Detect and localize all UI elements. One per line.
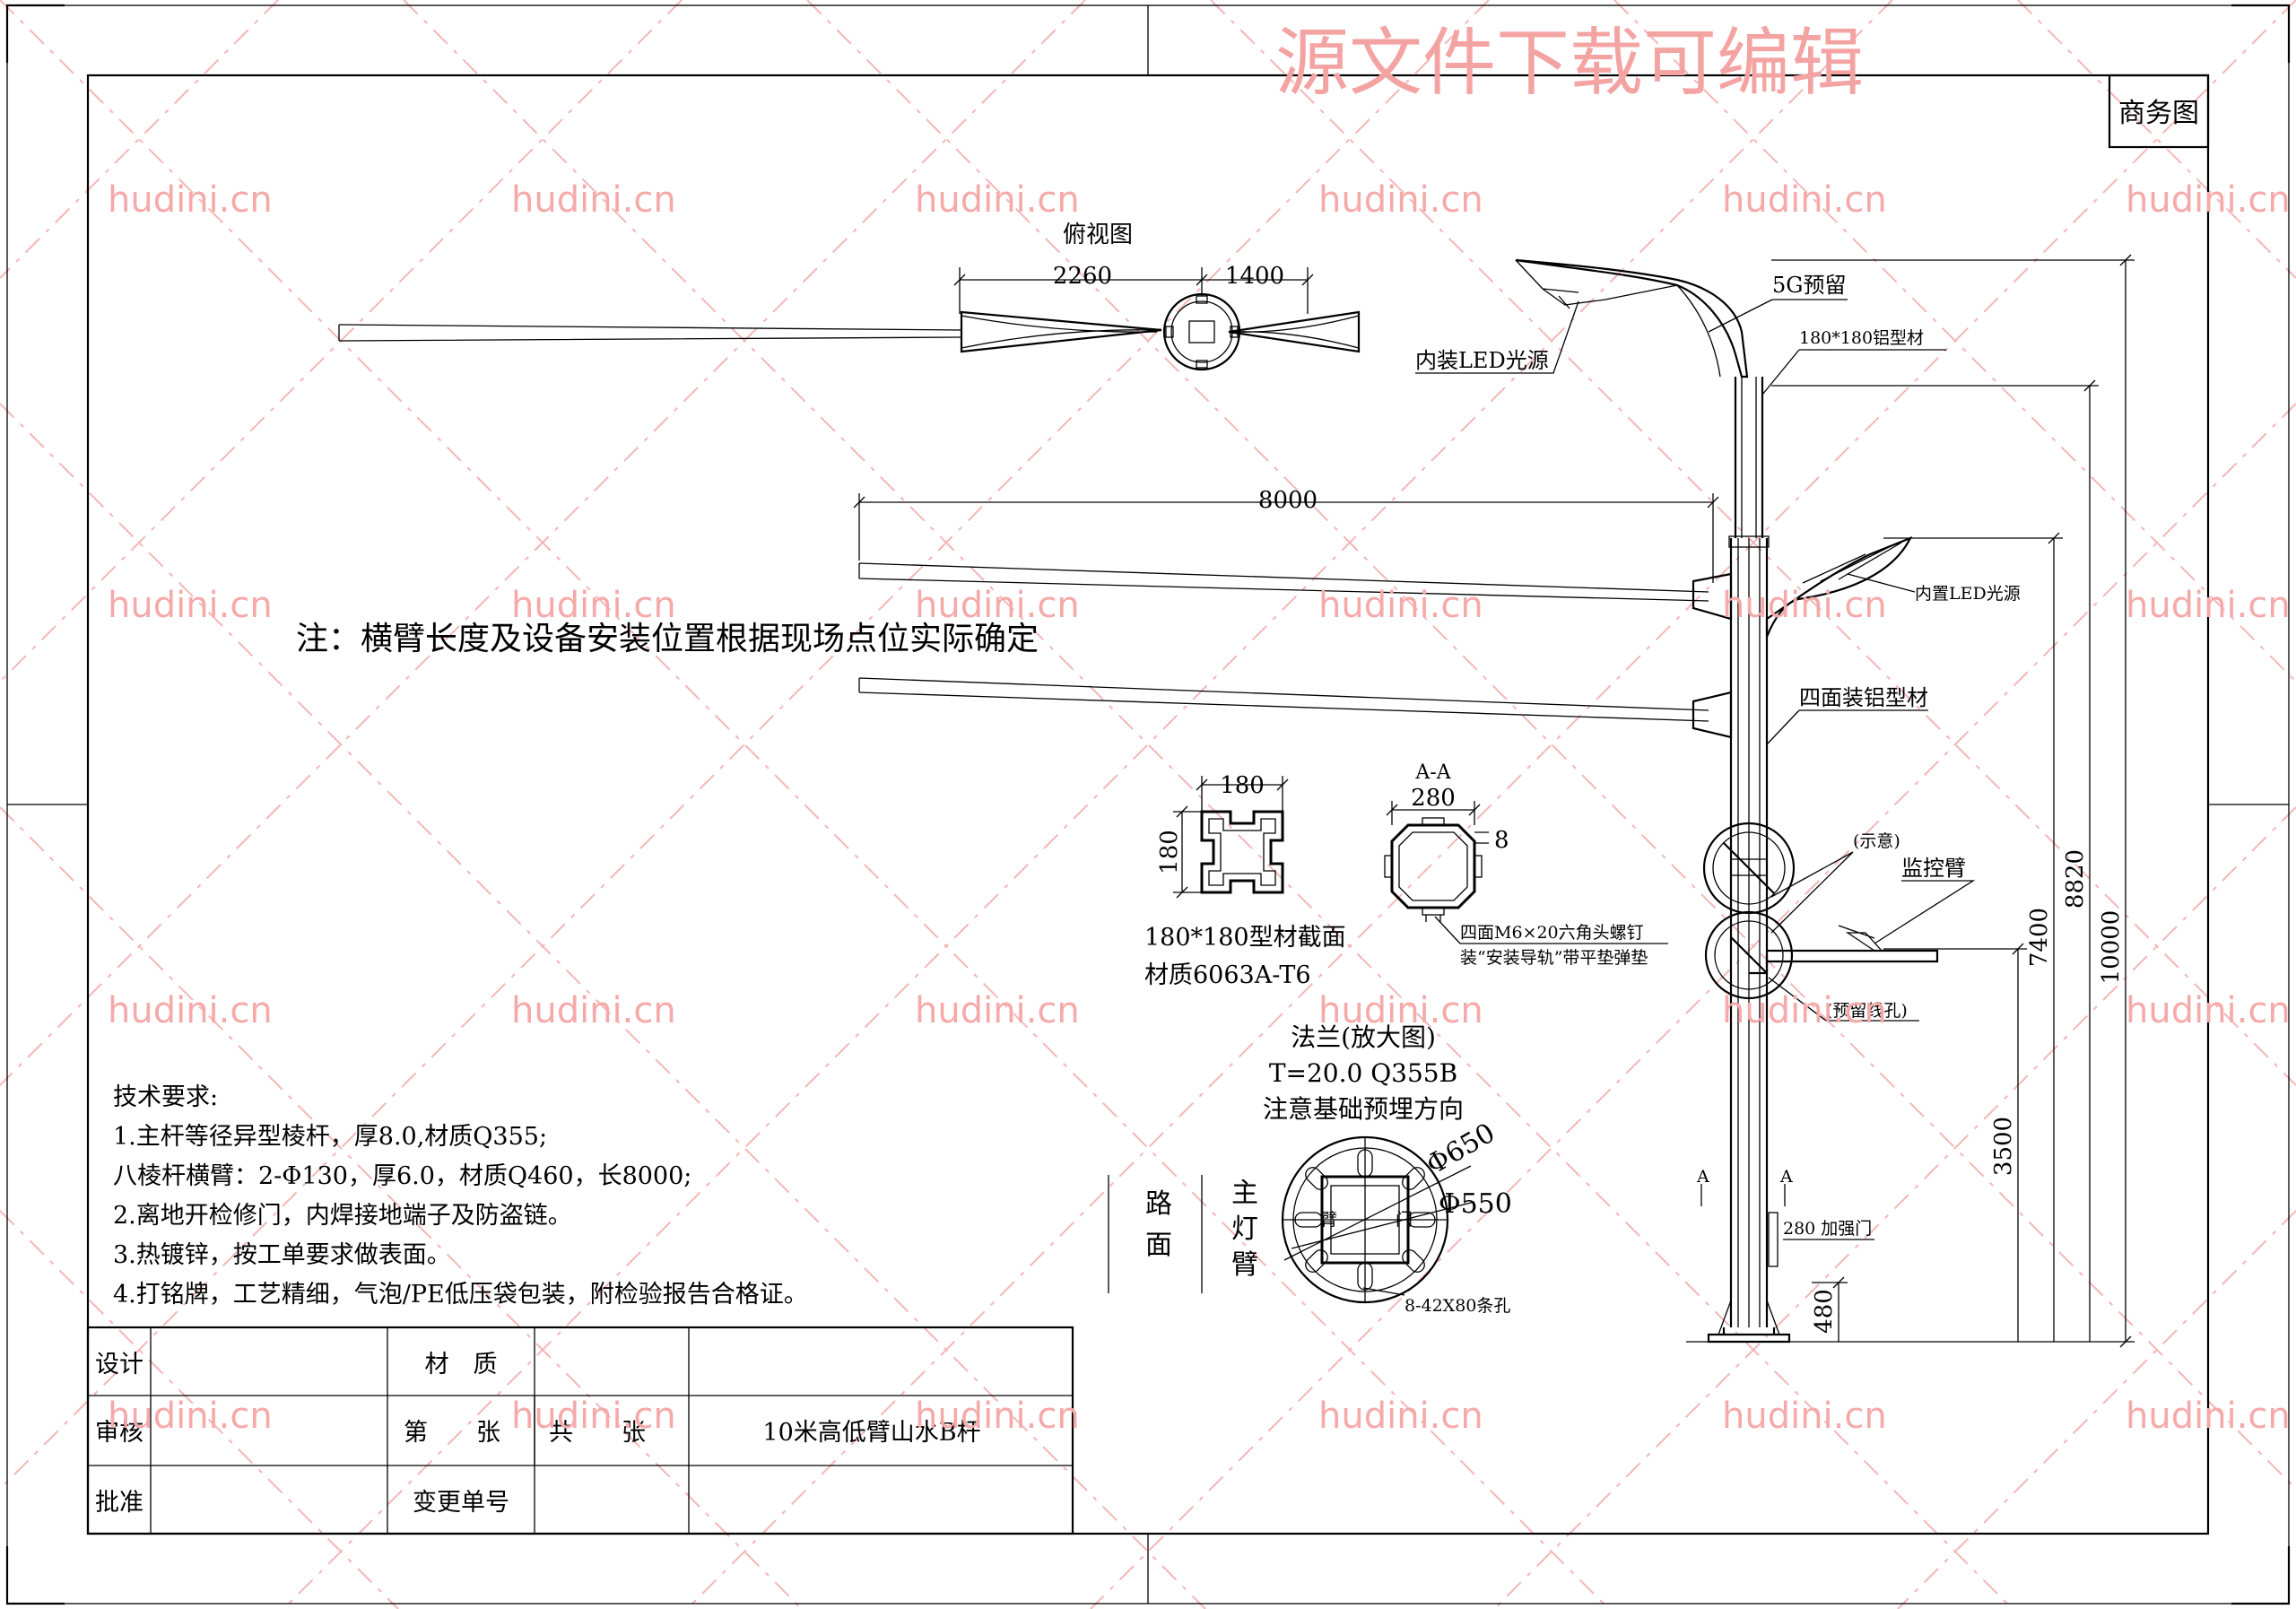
road-char-2: 面 (1145, 1230, 1172, 1261)
watermark-label: hudini.cn (915, 179, 1080, 221)
watermark-label: hudini.cn (1722, 179, 1887, 221)
watermark-label: hudini.cn (2126, 1396, 2291, 1437)
top-dim-1400: 1400 (1225, 263, 1284, 290)
aa-dim-thick: 8 (1494, 827, 1509, 854)
label-cable-hole: (预留线孔) (1826, 1001, 1908, 1021)
tb-approve: 批准 (95, 1489, 144, 1517)
profile-dim-width: 180 (1220, 772, 1265, 799)
dim-3500: 3500 (1990, 1117, 2017, 1176)
profile-section: 180 180 180*180型材截面 材质6063A-T6 (1144, 772, 1346, 989)
watermark-label: hudini.cn (511, 1396, 676, 1437)
watermark-label: hudini.cn (1722, 1396, 1887, 1437)
profile-caption: 180*180型材截面 (1144, 924, 1346, 952)
top-view-title: 俯视图 (1063, 222, 1133, 248)
pole-elevation: 8000 A A 10000 (853, 254, 2135, 1348)
main-arm-char-2: 灯 (1231, 1213, 1258, 1245)
top-view: 俯视图 2260 1400 (338, 222, 1361, 371)
watermark-label: hudini.cn (1318, 990, 1483, 1031)
flange-spec: T=20.0 Q355B (1269, 1058, 1457, 1088)
title-block: 设计 审核 批准 材 质 第 张 共 张 变更单号 10米高低臂山水B杆 (86, 1326, 1074, 1535)
tb-drawing-name: 10米高低臂山水B杆 (762, 1419, 980, 1447)
watermark-text: hudini.cn hudini.cn hudini.cn hudini.cn … (108, 179, 2291, 1437)
flange-inner-dia: Φ550 (1439, 1188, 1512, 1220)
watermark-label: hudini.cn (511, 585, 676, 626)
aa-dim-width: 280 (1411, 785, 1456, 812)
section-a-right: A (1779, 1167, 1793, 1187)
aa-title: A-A (1414, 761, 1451, 784)
flange-slots: 8-42X80条孔 (1405, 1296, 1510, 1316)
watermark-label: hudini.cn (1318, 585, 1483, 626)
watermark-label: hudini.cn (511, 179, 676, 221)
section-a-left: A (1696, 1167, 1709, 1187)
tech-title: 技术要求: (113, 1083, 218, 1111)
tech-item-3: 2.离地开检修门，内焊接地端子及防盗链。 (113, 1202, 572, 1230)
watermark-label: hudini.cn (108, 585, 273, 626)
flange-note: 注意基础预埋方向 (1263, 1094, 1464, 1124)
watermark-label: hudini.cn (108, 990, 273, 1031)
label-door: 280 加强门 (1783, 1219, 1872, 1239)
profile-material: 材质6063A-T6 (1144, 961, 1311, 989)
watermark-label: hudini.cn (915, 585, 1080, 626)
watermark-label: hudini.cn (1722, 990, 1887, 1031)
label-5g-reserved: 5G预留 (1772, 273, 1846, 298)
watermark-label: hudini.cn (915, 1396, 1080, 1437)
tb-review: 审核 (95, 1419, 144, 1447)
flange-arm-label: 臂 (1320, 1210, 1337, 1230)
tb-change-no: 变更单号 (413, 1489, 509, 1517)
watermark-label: hudini.cn (2126, 179, 2291, 221)
tech-item-5: 4.打铭牌，工艺精细，气泡/PE低压袋包装，附检验报告合格证。 (113, 1281, 808, 1309)
main-arm-char-1: 主 (1231, 1178, 1258, 1209)
tb-design: 设计 (95, 1351, 144, 1379)
profile-dim-height: 180 (1156, 830, 1183, 874)
road-char-1: 路 (1145, 1188, 1172, 1220)
top-dim-2260: 2260 (1053, 263, 1112, 290)
download-banner: 源文件下载可编辑 (1275, 21, 1864, 106)
label-led-mid: 内置LED光源 (1915, 584, 2021, 604)
watermark-label: hudini.cn (1318, 179, 1483, 221)
tech-item-4: 3.热镀锌，按工单要求做表面。 (113, 1241, 451, 1269)
tb-sheet: 第 张 (404, 1419, 500, 1447)
dim-7400: 7400 (2026, 908, 2053, 967)
watermark-label: hudini.cn (108, 179, 273, 221)
watermark-label: hudini.cn (511, 990, 676, 1031)
tb-material: 材 质 (425, 1351, 498, 1379)
label-schematic: (示意) (1853, 831, 1900, 851)
tb-total: 共 张 (549, 1419, 646, 1447)
label-four-side: 四面装铝型材 (1799, 685, 1928, 710)
tech-item-1: 1.主杆等径异型棱杆，厚8.0,材质Q355; (113, 1123, 547, 1151)
label-monitor-arm: 监控臂 (1901, 856, 1966, 881)
tech-item-2: 八棱杆横臂：2-Φ130，厚6.0，材质Q460，长8000; (113, 1162, 691, 1190)
watermark-label: hudini.cn (1722, 585, 1887, 626)
label-led-top: 内装LED光源 (1415, 348, 1549, 373)
watermark-label: hudini.cn (915, 990, 1080, 1031)
aa-section: A-A 280 8 四面M6×20六角头螺钉 装“安装导轨”带平垫弹垫 (1384, 761, 1668, 968)
dim-arm-8000: 8000 (1258, 487, 1318, 514)
dim-10000: 10000 (2098, 910, 2125, 985)
aa-bolt-note2: 装“安装导轨”带平垫弹垫 (1460, 948, 1648, 968)
corner-label: 商务图 (2118, 98, 2199, 129)
dim-8820: 8820 (2062, 849, 2089, 909)
aa-bolt-note1: 四面M6×20六角头螺钉 (1460, 923, 1644, 943)
watermark-label: hudini.cn (1318, 1396, 1483, 1437)
watermark-label: hudini.cn (108, 1396, 273, 1437)
site-note: 注：横臂长度及设备安装位置根据现场点位实际确定 (296, 621, 1039, 657)
label-profile-top: 180*180铝型材 (1799, 328, 1924, 348)
watermark-label: hudini.cn (2126, 585, 2291, 626)
watermark-label: hudini.cn (2126, 990, 2291, 1031)
tech-requirements: 技术要求: 1.主杆等径异型棱杆，厚8.0,材质Q355; 八棱杆横臂：2-Φ1… (113, 1083, 808, 1309)
dim-480: 480 (1811, 1289, 1838, 1334)
main-arm-char-3: 臂 (1231, 1249, 1258, 1281)
flange-title: 法兰(放大图) (1291, 1022, 1436, 1052)
